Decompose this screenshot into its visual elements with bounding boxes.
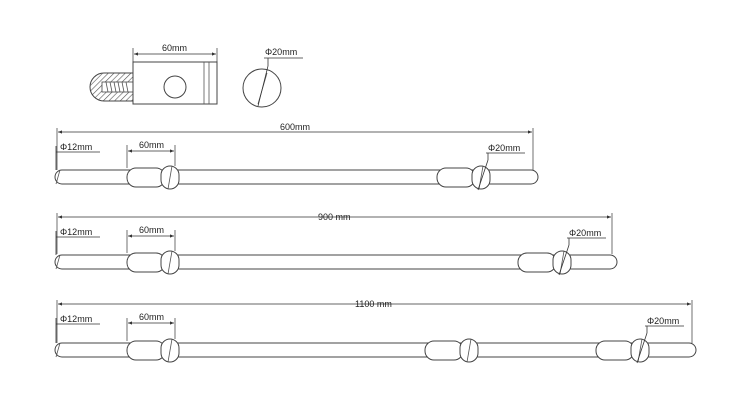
bar-600: 600mm Φ12mm 60mm Φ20mm: [54, 122, 539, 191]
clamp-sleeve-right: [436, 167, 476, 188]
bar-length-label: 600mm: [280, 122, 310, 132]
clamp-hole: [163, 75, 187, 99]
rod-diameter-label: Φ12mm: [60, 314, 92, 324]
rod-diameter-label: Φ12mm: [60, 227, 92, 237]
clamp-sleeve-right: [595, 340, 635, 361]
disk-detail: Φ20mm: [242, 47, 303, 108]
bar-length-label: 1100 mm: [355, 299, 392, 309]
clamp-width-label: 60mm: [139, 140, 164, 150]
bar-length-label: 900 mm: [318, 212, 351, 222]
clamp-width-label: 60mm: [162, 43, 187, 53]
disk-diameter-label: Φ20mm: [265, 47, 297, 57]
rod: [54, 342, 697, 358]
screw-threads: [105, 81, 129, 93]
clamp-diameter-label: Φ20mm: [569, 228, 601, 238]
clamp-diameter-label: Φ20mm: [488, 143, 520, 153]
bar-900: 900 mm Φ12mm 60mm Φ20mm: [54, 212, 618, 276]
rod-diameter-label: Φ12mm: [60, 142, 92, 152]
clamp-detail: 60mm: [89, 43, 218, 105]
clamp-sleeve-left: [126, 252, 166, 273]
clamp-diameter-label: Φ20mm: [647, 316, 679, 326]
clamp-sleeve-left: [126, 167, 166, 188]
clamp-width-label: 60mm: [139, 225, 164, 235]
clamp-sleeve-left: [126, 340, 166, 361]
clamp-sleeve-right: [517, 252, 557, 273]
rod: [54, 254, 618, 270]
clamp-width-label: 60mm: [139, 312, 164, 322]
disk: [242, 68, 282, 108]
clamp-sleeve-middle: [424, 340, 464, 361]
bar-1100: 1100 mm Φ12mm 60mm Φ20mm: [54, 299, 697, 364]
